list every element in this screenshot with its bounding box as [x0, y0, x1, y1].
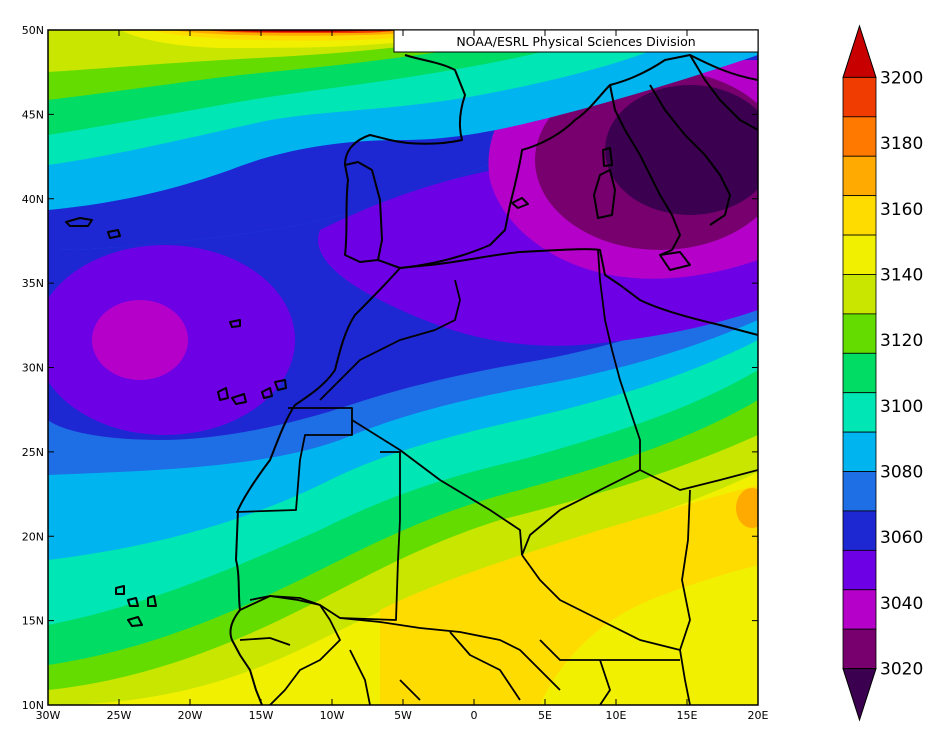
- atlantic-low-core: [92, 300, 188, 380]
- france-coast: [574, 54, 758, 121]
- iberia-coast: [344, 54, 576, 269]
- credit-label: NOAA/ESRL Physical Sciences Division: [456, 34, 695, 49]
- med-low-core: [605, 85, 758, 215]
- border-libya-chad: [639, 469, 758, 491]
- borders: [235, 249, 758, 705]
- colorbar-label: 3200: [880, 68, 923, 88]
- sardinia: [593, 169, 616, 219]
- border-mauritania-mali: [249, 451, 401, 621]
- cape-verde-2: [127, 597, 139, 607]
- border-nigeria: [599, 659, 611, 705]
- lon-label: 10W: [320, 709, 345, 722]
- lon-label: 25W: [107, 709, 132, 722]
- border-algeria-niger: [521, 469, 641, 556]
- lon-label: 5E: [538, 709, 552, 722]
- border-morocco-algeria: [319, 279, 461, 401]
- colorbar: 3200 3180 3160 3140 3120 3100 3080 3060 3040 3020: [842, 24, 923, 722]
- coastlines: [65, 54, 758, 705]
- lat-label: 30N: [22, 362, 44, 375]
- border-cote: [399, 679, 421, 701]
- chad-high-core: [736, 488, 758, 528]
- axis-labels: 10N 15N 20N 25N 30N 35N 40N 45N 50N 30W 25W 20W 15W 1…: [22, 24, 769, 722]
- cape-verde-1: [115, 585, 125, 595]
- lat-label: 15N: [22, 615, 44, 628]
- madeira: [229, 319, 241, 328]
- balkans-coast: [689, 54, 758, 131]
- n-africa-coast: [399, 248, 758, 336]
- colorbar-segment: [842, 155, 877, 197]
- colorbar-segment: [842, 392, 877, 433]
- colorbar-segment: [842, 589, 877, 630]
- colorbar-label: 3100: [880, 397, 923, 417]
- lon-label: 10E: [606, 709, 627, 722]
- colorbar-segment: [842, 77, 877, 118]
- colorbar-segment: [842, 510, 877, 551]
- cape-verde-3: [147, 595, 157, 607]
- cape-verde-4: [127, 616, 143, 627]
- height-field: [48, 30, 758, 705]
- lon-label: 15E: [677, 709, 698, 722]
- border-algeria-mali: [351, 419, 523, 556]
- lon-label: 20E: [748, 709, 769, 722]
- colorbar-segment: [842, 628, 877, 669]
- canary-1: [217, 387, 229, 401]
- canary-2: [231, 393, 247, 405]
- italy-east-coast: [649, 84, 731, 226]
- border-burkina: [449, 631, 521, 701]
- lon-label: 0: [471, 709, 478, 722]
- lon-label: 15W: [249, 709, 274, 722]
- colorbar-segment: [842, 234, 877, 275]
- axis-ticks: [47, 29, 759, 706]
- corsica: [602, 147, 613, 167]
- lat-label: 35N: [22, 277, 44, 290]
- colorbar-label: 3040: [880, 594, 923, 614]
- lat-label: 20N: [22, 530, 44, 543]
- canary-3: [261, 387, 273, 399]
- colorbar-segment: [842, 431, 877, 472]
- colorbar-segment: [842, 471, 877, 512]
- border-niger-south: [521, 554, 681, 651]
- colorbar-arrow-top: [842, 24, 877, 78]
- colorbar-segment: [842, 549, 877, 591]
- colorbar-label: 3180: [880, 134, 923, 154]
- west-africa-coast: [229, 267, 401, 705]
- border-niger-chad: [679, 489, 691, 705]
- colorbar-segment: [842, 274, 877, 315]
- lon-label: 5W: [394, 709, 412, 722]
- border-guinea: [349, 649, 371, 705]
- lat-label: 45N: [22, 108, 44, 121]
- lon-label: 30W: [36, 709, 61, 722]
- sicily: [659, 251, 691, 271]
- lat-label: 10N: [22, 699, 44, 712]
- colorbar-segment: [842, 352, 877, 394]
- azores-2: [107, 229, 121, 239]
- lat-label: 40N: [22, 193, 44, 206]
- balearics: [511, 197, 529, 209]
- colorbar-label: 3080: [880, 463, 923, 483]
- colorbar-label: 3140: [880, 265, 923, 285]
- colorbar-label: 3060: [880, 528, 923, 548]
- s-band-3160-inner: [540, 565, 758, 705]
- border-senegal-mali: [239, 595, 341, 705]
- lon-label: 20W: [178, 709, 203, 722]
- border-mali-burkina: [339, 617, 561, 691]
- colorbar-arrow-bottom: [842, 668, 877, 722]
- lat-label: 50N: [22, 24, 44, 37]
- colorbar-segment: [842, 195, 877, 236]
- colorbar-segment: [842, 313, 877, 354]
- colorbar-label: 3020: [880, 660, 923, 680]
- border-algeria-libya: [597, 249, 641, 470]
- canary-4: [274, 379, 287, 391]
- azores-1: [65, 217, 93, 227]
- colorbar-segment: [842, 116, 877, 157]
- colorbar-label: 3120: [880, 331, 923, 351]
- colorbar-label: 3160: [880, 200, 923, 220]
- lat-label: 25N: [22, 446, 44, 459]
- border-western-sahara: [235, 407, 353, 513]
- border-gambia: [239, 637, 291, 646]
- italy-west-coast: [609, 84, 681, 256]
- credit-box: [393, 29, 759, 53]
- portugal-border: [344, 161, 383, 261]
